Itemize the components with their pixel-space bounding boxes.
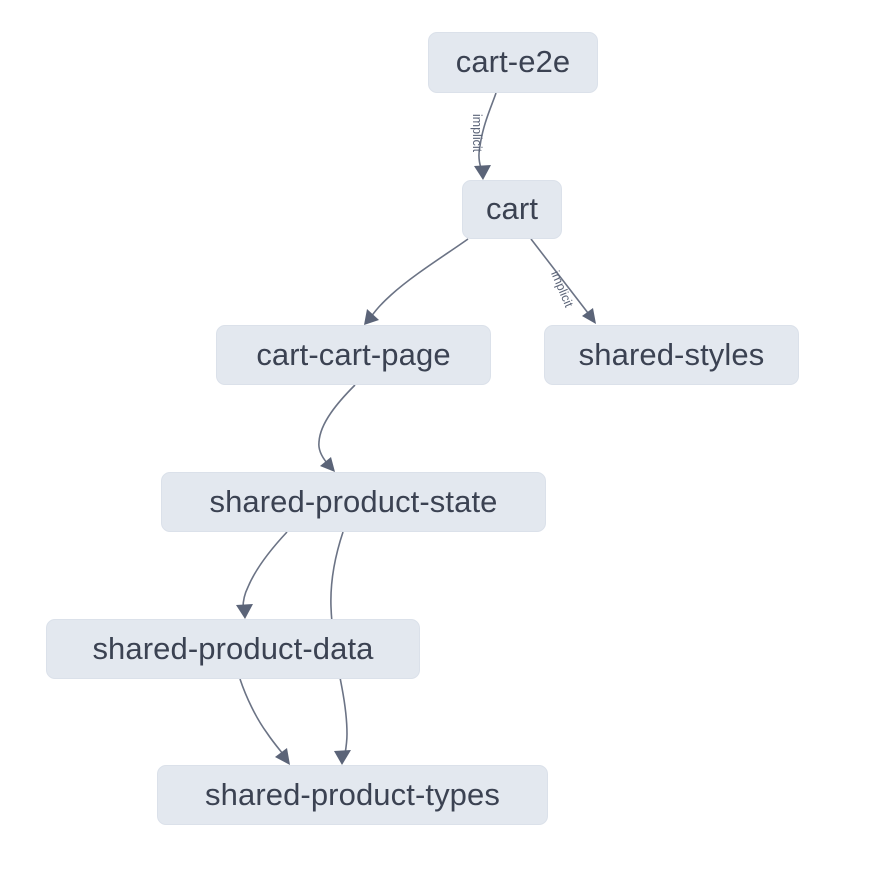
arrow-head	[320, 457, 335, 472]
edge-cart-to-cart-cart-page	[364, 238, 469, 325]
edge-path	[478, 92, 497, 169]
arrow-head	[474, 165, 491, 180]
arrow-head	[334, 750, 351, 765]
edge-label-implicit-cart-e2e-cart: implicit	[470, 113, 484, 153]
node-label: cart	[485, 191, 539, 226]
edge-path	[318, 384, 356, 464]
edge-label-implicit-cart-shared-styles: implicit	[548, 268, 576, 310]
arrow-head	[364, 309, 379, 325]
arrow-head	[582, 308, 596, 324]
node-label: shared-styles	[578, 336, 765, 372]
arrow-head	[275, 748, 290, 765]
node-label: shared-product-state	[209, 483, 498, 519]
edge-path	[530, 238, 589, 314]
edge-path	[370, 238, 469, 318]
node-cart-e2e[interactable]: cart-e2e	[428, 32, 598, 93]
edge-shared-product-data-to-shared-product-types	[239, 678, 290, 765]
node-label: cart-cart-page	[256, 336, 451, 372]
edge-path	[242, 531, 288, 609]
node-label: shared-product-types	[205, 776, 500, 812]
node-cart[interactable]: cart	[462, 180, 562, 239]
edge-cart-cart-page-to-shared-product-state	[318, 384, 356, 472]
arrow-head	[236, 604, 253, 619]
edge-cart-to-shared-styles	[530, 238, 596, 324]
node-shared-styles[interactable]: shared-styles	[544, 325, 799, 385]
node-shared-product-types[interactable]: shared-product-types	[157, 765, 548, 825]
node-cart-cart-page[interactable]: cart-cart-page	[216, 325, 491, 385]
edge-path	[239, 678, 284, 755]
node-label: shared-product-data	[92, 630, 374, 666]
edge-cart-e2e-to-cart	[474, 92, 497, 180]
edge-shared-product-state-to-shared-product-data	[236, 531, 288, 619]
node-label: cart-e2e	[455, 44, 571, 79]
node-shared-product-state[interactable]: shared-product-state	[161, 472, 546, 532]
node-shared-product-data[interactable]: shared-product-data	[46, 619, 420, 679]
